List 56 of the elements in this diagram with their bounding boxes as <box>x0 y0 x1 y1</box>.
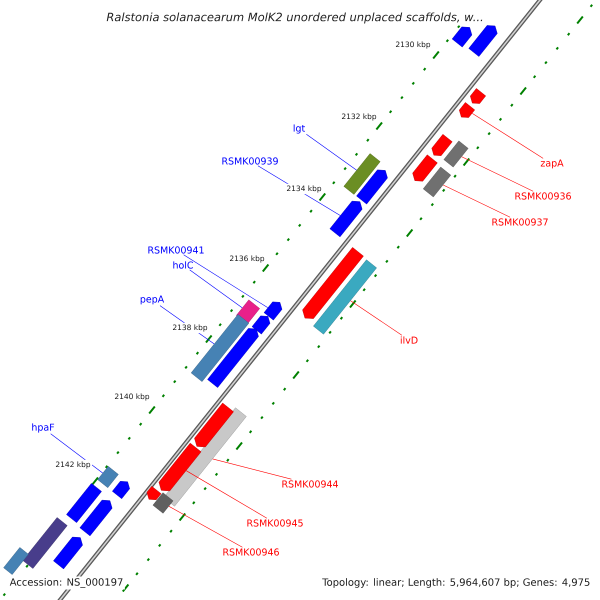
gene-block <box>80 500 112 536</box>
gene-label: RSMK00944 <box>282 480 338 488</box>
gene-block <box>412 154 438 182</box>
gene-label: lgt <box>294 124 305 134</box>
gene-block <box>194 402 234 448</box>
leader-line <box>212 458 292 480</box>
gene-block <box>236 300 260 324</box>
leader-line <box>186 470 268 519</box>
gene-label: zapA <box>540 160 564 168</box>
gene-block <box>313 260 377 334</box>
gene-label: RSMK00936 <box>515 192 571 200</box>
leader-line <box>350 300 402 336</box>
gene-block <box>112 481 130 499</box>
gene-label: RSMK00941 <box>148 246 204 254</box>
gene-block <box>444 140 468 168</box>
gene-label: hpaF <box>32 423 54 433</box>
gene-block <box>207 328 259 388</box>
gene-block <box>22 517 68 569</box>
gene-block <box>97 466 119 488</box>
gene-block <box>344 153 380 195</box>
gene-label: RSMK00939 <box>222 157 278 165</box>
gene-block <box>356 170 388 204</box>
gene-block <box>3 547 29 575</box>
title: Ralstonia solanacearum MolK2 unordered unplaced scaffolds, w... <box>104 10 486 26</box>
leader-line <box>50 433 103 474</box>
gene-label: RSMK00946 <box>223 548 279 556</box>
gene-block <box>432 134 452 156</box>
gene-label: ilvD <box>400 336 418 344</box>
leader-line <box>189 270 242 308</box>
leader-line <box>306 134 357 170</box>
gene-block <box>302 247 364 319</box>
leader-line <box>442 184 510 218</box>
gene-label: holC <box>173 261 193 269</box>
gene-block <box>53 536 83 570</box>
gene-block <box>163 408 247 506</box>
gene-label: RSMK00937 <box>492 218 548 226</box>
accession-text: Accession: NS_000197 <box>8 576 125 590</box>
leader-line <box>168 506 243 548</box>
gene-block <box>459 102 475 118</box>
gene-block <box>470 88 486 104</box>
gene-block <box>422 166 452 198</box>
gene-block <box>452 26 472 48</box>
genome-summary-text: Topology: linear; Length: 5,964,607 bp; Genes: 4,975 <box>320 576 592 590</box>
leader-line <box>472 113 544 159</box>
gene-label: pepA <box>140 296 164 304</box>
leader-line <box>461 156 534 192</box>
gene-block <box>146 486 162 500</box>
gene-block <box>152 492 174 514</box>
gene-block <box>66 483 102 523</box>
gene-block <box>158 442 202 492</box>
gene-label: RSMK00945 <box>247 519 303 527</box>
leader-line <box>183 254 268 308</box>
gene-block <box>190 314 250 382</box>
gene-block <box>252 316 270 334</box>
gene-block <box>330 200 362 238</box>
gene-block <box>264 302 282 320</box>
